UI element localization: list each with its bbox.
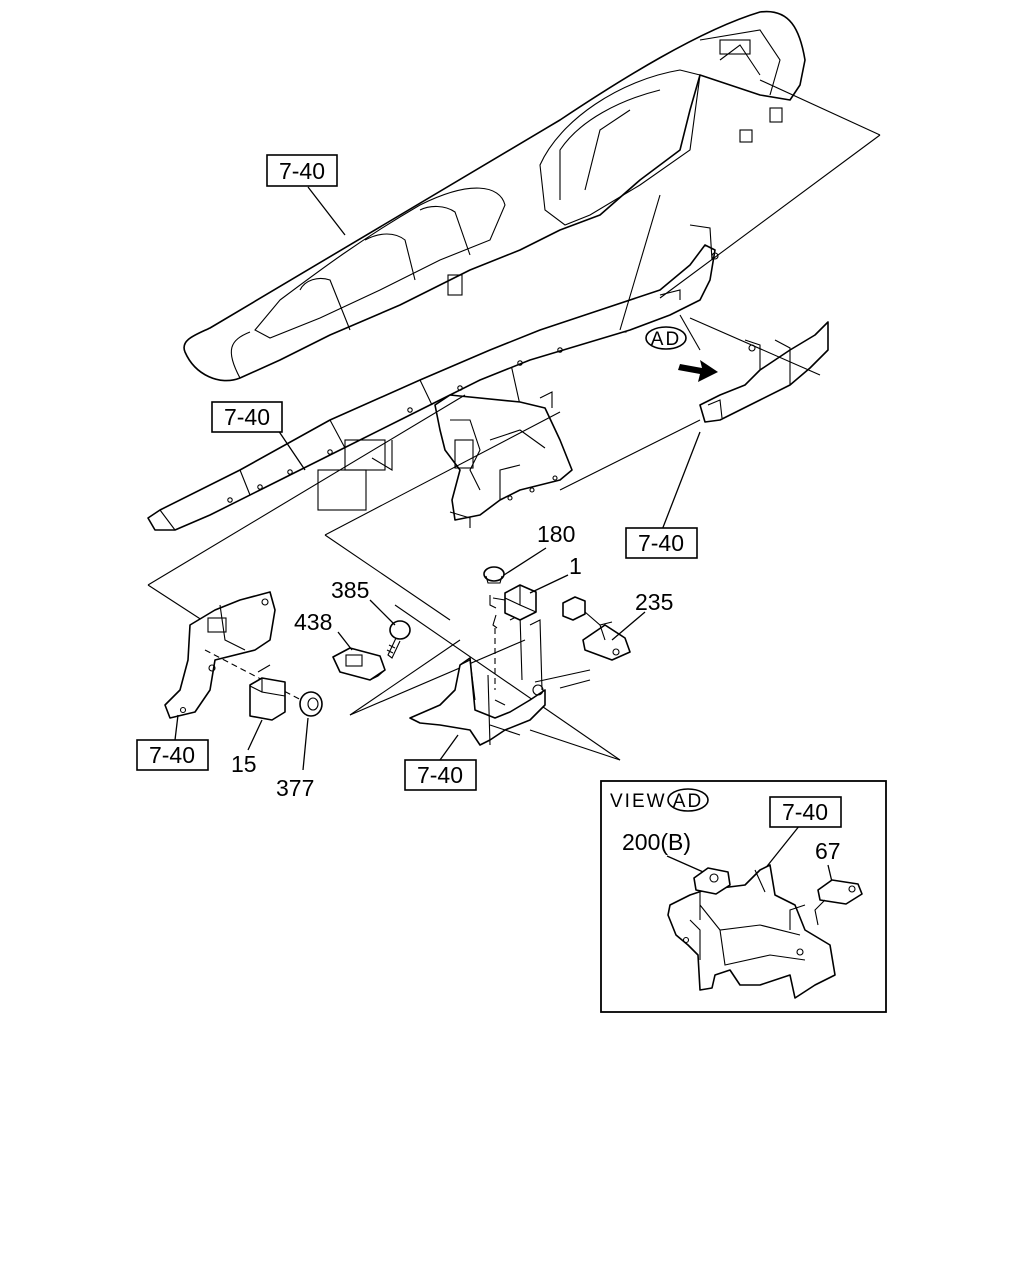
ref-box-5: 7-40 <box>404 759 477 791</box>
ref-box-2: 7-40 <box>211 401 283 433</box>
guide-lines <box>559 79 881 491</box>
right-side-bracket <box>699 321 829 423</box>
callout-15: 15 <box>231 751 257 777</box>
part-15-module <box>249 664 286 721</box>
part-438-module <box>332 647 386 681</box>
left-bracket <box>164 591 306 719</box>
part-385-bolt <box>386 620 411 659</box>
dashboard-pad <box>183 10 806 406</box>
view-marker-ad: AD <box>645 326 718 382</box>
ref-box-3: 7-40 <box>625 527 698 559</box>
ref-label-3: 7-40 <box>638 530 684 556</box>
part-1-sensor <box>489 584 537 690</box>
ref-box-4: 7-40 <box>136 739 209 771</box>
callout-438: 438 <box>294 609 332 635</box>
part-67-sensor <box>814 879 863 926</box>
ref-box-1: 7-40 <box>266 154 338 187</box>
callout-235: 235 <box>635 589 673 615</box>
ref-label-1: 7-40 <box>279 158 325 184</box>
part-180-nut <box>483 566 505 584</box>
callout-180: 180 <box>537 521 575 547</box>
callout-1: 1 <box>569 553 582 579</box>
part-377-nut <box>299 691 323 717</box>
part-235-sensor <box>562 596 631 661</box>
ref-label-4: 7-40 <box>149 742 195 768</box>
view-panel-marker: AD <box>673 791 703 812</box>
callout-67: 67 <box>815 838 841 864</box>
view-title: VIEW <box>610 791 667 812</box>
callout-labels: 180 1 235 385 438 15 377 <box>231 521 673 801</box>
view-ad-panel: VIEW AD 7-40 200(B) 67 <box>600 780 887 1013</box>
ref-label-2: 7-40 <box>224 404 270 430</box>
mounting-planes <box>147 394 621 761</box>
callout-200b: 200(B) <box>622 829 691 855</box>
callout-377: 377 <box>276 775 314 801</box>
cross-beam <box>147 224 719 531</box>
center-sensor-mount <box>409 614 591 746</box>
center-bracket <box>434 391 573 528</box>
ref-label-5: 7-40 <box>417 762 463 788</box>
part-200b-sensor <box>693 867 731 895</box>
view-marker-label: AD <box>651 329 681 350</box>
view-arrow-icon <box>678 360 718 382</box>
callout-385: 385 <box>331 577 369 603</box>
ref-label-6: 7-40 <box>782 799 828 825</box>
